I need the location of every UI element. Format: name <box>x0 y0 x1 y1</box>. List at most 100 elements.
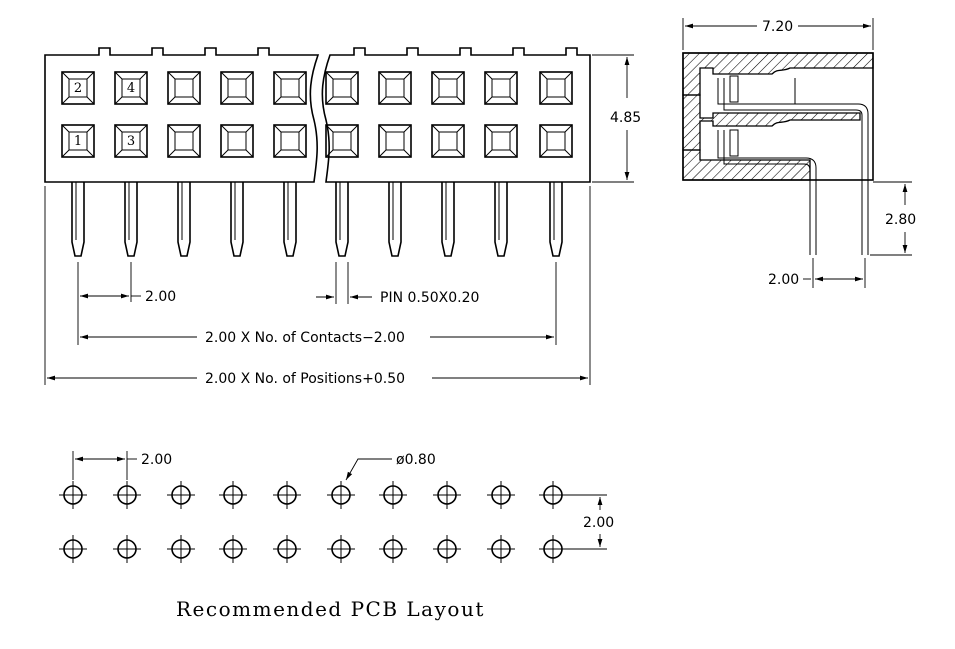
cavity-inner <box>227 131 247 151</box>
cavity-corner <box>325 124 334 133</box>
height-dim-label: 4.85 <box>610 110 641 126</box>
cavity-corner <box>298 71 307 80</box>
front-view: 2 4 1 3 4.85 2.00 PIN 0.50X0.20 2.00 X N… <box>44 47 641 387</box>
cavity-corner <box>192 124 201 133</box>
pcb-hole-top-3 <box>167 481 195 509</box>
cavity-bottom-1 <box>61 124 95 158</box>
cavity-outer <box>378 124 412 158</box>
pcb-hole-dim-label: ø0.80 <box>396 452 436 468</box>
pcb-hole-bottom-1 <box>59 535 87 563</box>
contact-cavities <box>61 71 573 158</box>
pcb-hole-bottom-6 <box>327 535 355 563</box>
cavity-corner <box>114 96 123 105</box>
cavity-corner <box>220 149 229 158</box>
cavity-corner <box>61 96 70 105</box>
cavity-outer <box>325 124 359 158</box>
cavity-top-6 <box>325 71 359 105</box>
cavity-corner <box>139 149 148 158</box>
tail-dim-label: 2.80 <box>885 212 916 228</box>
cavity-corner <box>350 96 359 105</box>
cavity-outer <box>167 71 201 105</box>
cavity-corner <box>456 124 465 133</box>
pcb-hole-bottom-3 <box>167 535 195 563</box>
cavity-outer <box>484 124 518 158</box>
cavity-corner <box>484 71 493 80</box>
cavity-corner <box>86 71 95 80</box>
cavity-corner <box>220 96 229 105</box>
cavity-corner <box>61 71 70 80</box>
cavity-outer <box>484 71 518 105</box>
pcb-hole-top-6 <box>327 481 355 509</box>
cavity-bottom-9 <box>484 124 518 158</box>
cavity-inner <box>385 78 405 98</box>
cavity-corner <box>539 149 548 158</box>
cavity-corner <box>456 149 465 158</box>
pcb-hole-top-9 <box>487 481 515 509</box>
pin-2 <box>124 182 138 257</box>
cavity-corner <box>86 96 95 105</box>
cavity-corner <box>431 149 440 158</box>
cavity-corner <box>245 71 254 80</box>
cavity-corner <box>86 124 95 133</box>
cavity-corner <box>431 96 440 105</box>
cavity-corner <box>350 71 359 80</box>
cavity-corner <box>403 71 412 80</box>
cavity-corner <box>167 149 176 158</box>
cavity-inner <box>121 78 141 98</box>
cavity-corner <box>139 124 148 133</box>
cavity-inner <box>227 78 247 98</box>
cavity-corner <box>139 71 148 80</box>
cavity-corner <box>167 124 176 133</box>
cavity-corner <box>564 71 573 80</box>
housing-right-outline <box>321 47 591 183</box>
pcb-hole-bottom-9 <box>487 535 515 563</box>
cavity-inner <box>280 78 300 98</box>
pcb-hole-top-4 <box>219 481 247 509</box>
positions-dim-label: 2.00 X No. of Positions+0.50 <box>205 371 405 387</box>
cavity-bottom-6 <box>325 124 359 158</box>
cavity-inner <box>332 78 352 98</box>
pin-7 <box>388 182 402 257</box>
cavity-bottom-8 <box>431 124 465 158</box>
cavity-inner <box>174 131 194 151</box>
housing-left-outline <box>44 47 320 183</box>
pin-dim-label: PIN 0.50X0.20 <box>380 290 479 306</box>
cavity-corner <box>456 96 465 105</box>
cavity-inner <box>68 131 88 151</box>
cavity-corner <box>484 149 493 158</box>
cavity-corner <box>245 149 254 158</box>
pcb-layout-title: Recommended PCB Layout <box>176 597 485 621</box>
pitch-dim-label: 2.00 <box>145 289 176 305</box>
cavity-inner <box>280 131 300 151</box>
cavity-top-2 <box>114 71 148 105</box>
cavity-inner <box>491 131 511 151</box>
cavity-corner <box>167 71 176 80</box>
cavity-outer <box>539 71 573 105</box>
cavity-outer <box>378 71 412 105</box>
cavity-corner <box>431 124 440 133</box>
cavity-corner <box>192 96 201 105</box>
cavity-corner <box>167 96 176 105</box>
cavity-corner <box>298 96 307 105</box>
cavity-outer <box>61 124 95 158</box>
pin-1 <box>71 182 85 257</box>
cavity-outer <box>431 71 465 105</box>
pcb-hole-top-1 <box>59 481 87 509</box>
cavity-outer <box>539 124 573 158</box>
cavity-corner <box>539 124 548 133</box>
cavity-label-2: 2 <box>74 81 82 96</box>
cavity-outer <box>431 124 465 158</box>
pin-6 <box>335 182 349 257</box>
side-contact-upper-spring <box>729 75 739 103</box>
cavity-corner <box>325 96 334 105</box>
cavity-corner <box>192 149 201 158</box>
cavity-inner <box>332 131 352 151</box>
cavity-corner <box>431 71 440 80</box>
cavity-inner <box>438 78 458 98</box>
cavity-top-9 <box>484 71 518 105</box>
pin-10 <box>549 182 563 257</box>
side-contact-upper <box>717 78 869 255</box>
pcb-hole-top-7 <box>379 481 407 509</box>
cavity-outer <box>114 124 148 158</box>
